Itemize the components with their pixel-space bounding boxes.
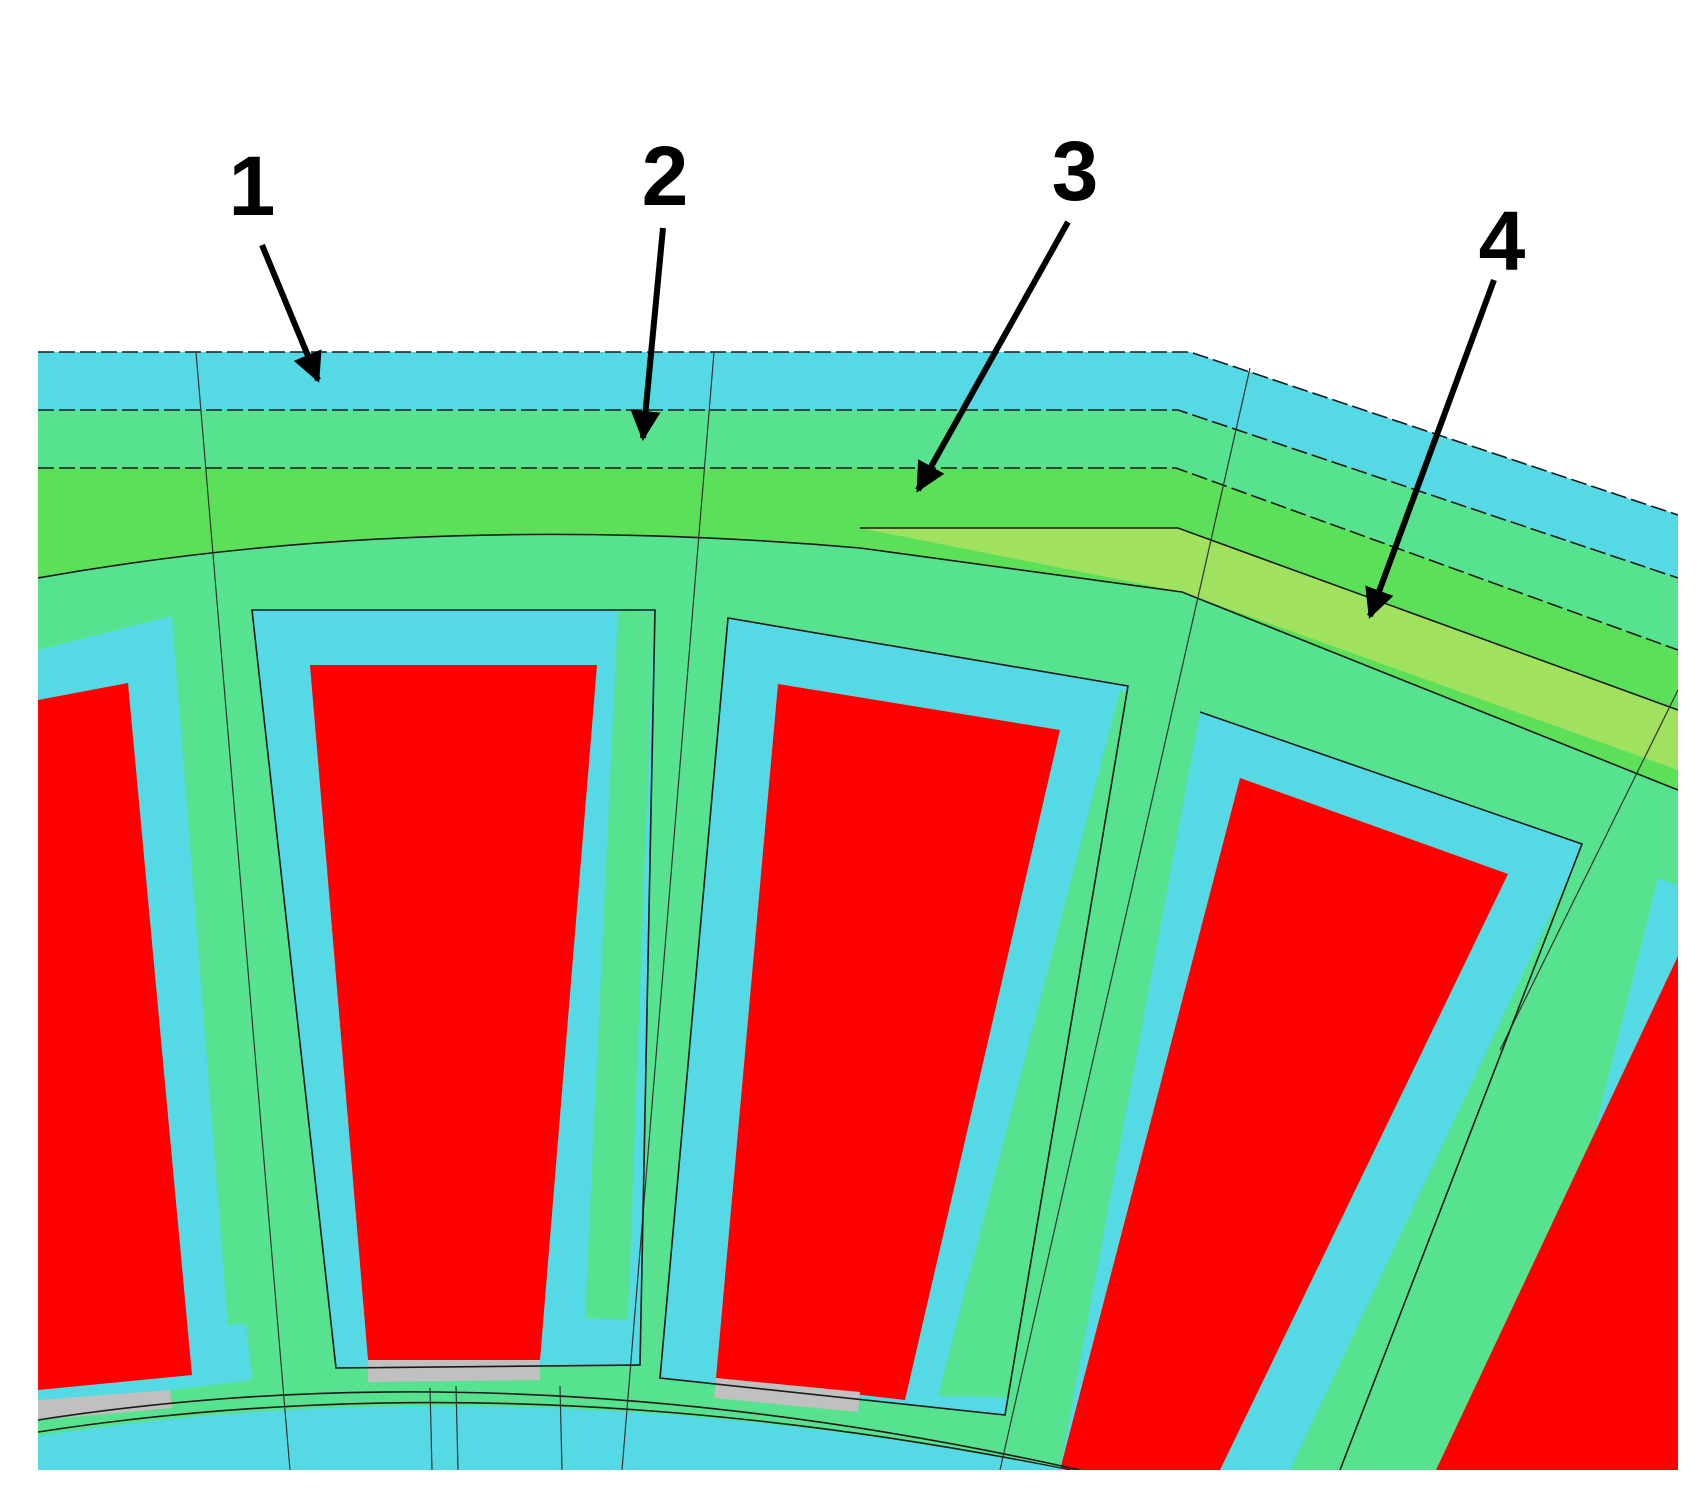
coil-band-1 — [172, 612, 322, 1325]
tooth-line-1 — [195, 351, 291, 1470]
slot-outline-3 — [659, 617, 1129, 1416]
bore-gap-2 — [368, 1360, 540, 1382]
cross-section-body — [38, 351, 1678, 1470]
callout-arrow-1 — [259, 243, 322, 383]
layer-boundary-1 — [38, 351, 1678, 516]
air-gap-arc-inner — [38, 1401, 1071, 1470]
layer-boundary-2 — [38, 409, 1678, 579]
bore-gap-3 — [714, 1378, 860, 1412]
callout-label-2: 2 — [642, 129, 689, 223]
tooth-line-2 — [621, 351, 715, 1470]
tooth-line-4 — [1499, 689, 1678, 1051]
callout-arrow-2 — [630, 227, 666, 441]
conductor-5 — [1436, 956, 1678, 1470]
callout-arrow-4 — [1365, 278, 1497, 619]
rotor-line-1 — [429, 1387, 433, 1470]
coil-band-2 — [585, 610, 654, 1320]
slot-outline-2 — [251, 609, 656, 1369]
conductor-3 — [716, 684, 1060, 1400]
yoke-layer-4 — [860, 528, 1678, 770]
callout-label-3: 3 — [1052, 124, 1099, 218]
conductor-1 — [38, 683, 192, 1390]
rotor-body — [38, 1405, 1068, 1470]
air-gap-arc-outer — [38, 1391, 1081, 1470]
coil-band-4 — [1290, 848, 1620, 1470]
layer-boundary-3 — [38, 467, 1678, 651]
coil-band-3 — [938, 690, 1162, 1398]
callout-label-1: 1 — [229, 139, 276, 233]
callout-label-4: 4 — [1479, 194, 1526, 288]
conductor-2 — [310, 665, 597, 1360]
slot-outline-4 — [1199, 711, 1584, 1470]
layer-boundary-5 — [38, 533, 1678, 791]
bore-gap-1 — [38, 1390, 172, 1420]
conductor-4 — [1060, 778, 1508, 1470]
callout-arrow-3 — [915, 220, 1071, 493]
rotor-line-2 — [455, 1385, 459, 1470]
rotor-line-3 — [559, 1385, 563, 1470]
layer-boundary-4 — [860, 527, 1678, 711]
tooth-line-3 — [999, 367, 1251, 1470]
